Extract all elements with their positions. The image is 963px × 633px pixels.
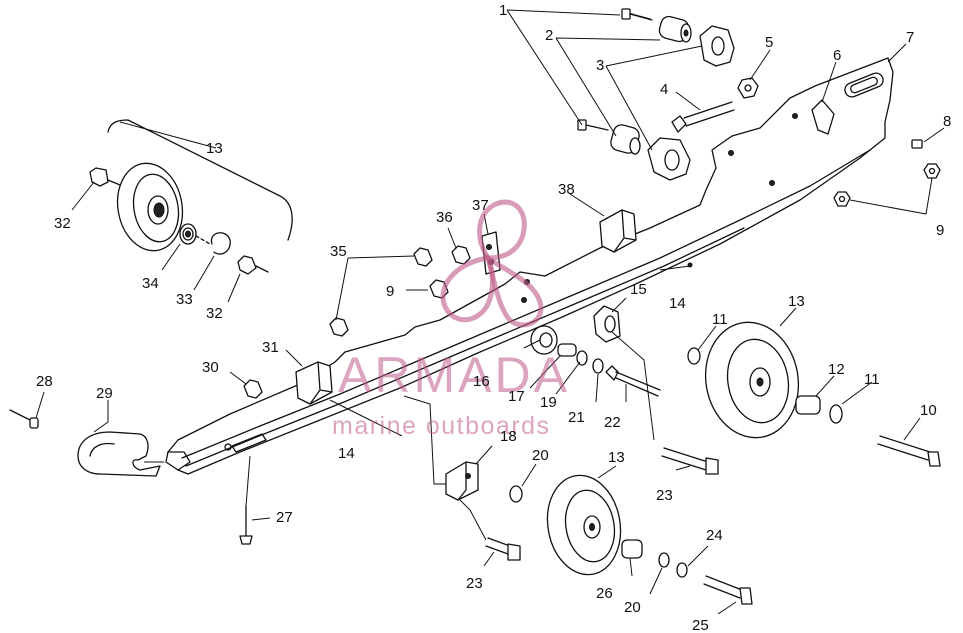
callout-13-left: 13 — [206, 140, 223, 157]
callout-5: 5 — [765, 34, 773, 51]
callout-14-lower: 14 — [338, 445, 355, 462]
callout-22: 22 — [604, 414, 621, 431]
callout-9-left: 9 — [386, 283, 394, 300]
callout-14-upper: 14 — [669, 295, 686, 312]
callout-11-left: 11 — [712, 311, 728, 328]
callout-10: 10 — [920, 402, 937, 419]
slider-blocks — [295, 209, 637, 501]
callout-32-right: 32 — [206, 305, 223, 322]
callout-28: 28 — [36, 373, 53, 390]
propeller-logo-icon — [440, 199, 544, 328]
front-hook-parts — [9, 245, 471, 545]
callout-32-left: 32 — [54, 215, 71, 232]
callout-33: 33 — [176, 291, 193, 308]
callout-11-right: 11 — [864, 371, 880, 388]
callout-13-right: 13 — [788, 293, 805, 310]
callout-6: 6 — [833, 47, 841, 64]
callout-9-right: 9 — [936, 222, 944, 239]
callout-26: 26 — [596, 585, 613, 602]
callout-37: 37 — [472, 197, 489, 214]
callout-4: 4 — [660, 81, 668, 98]
callout-36: 36 — [436, 209, 453, 226]
callout-34: 34 — [142, 275, 159, 292]
leader-lines — [35, 9, 945, 615]
callout-35: 35 — [330, 243, 347, 260]
callout-12: 12 — [828, 361, 845, 378]
callout-21: 21 — [568, 409, 585, 426]
callout-23-lower: 23 — [466, 575, 483, 592]
callout-25: 25 — [692, 617, 709, 633]
watermark-brand: ARMADA — [338, 347, 570, 403]
callout-18: 18 — [500, 428, 517, 445]
callout-1: 1 — [499, 2, 507, 19]
callout-7: 7 — [906, 29, 914, 46]
lower-wheel-assembly — [485, 447, 753, 605]
left-wheel-assembly — [89, 119, 293, 275]
armada-watermark: ARMADA marine outboards — [332, 199, 570, 440]
callout-24: 24 — [706, 527, 723, 544]
callout-19: 19 — [540, 394, 557, 411]
callout-2: 2 — [545, 27, 553, 44]
upper-mount-parts — [577, 8, 941, 207]
callout-8: 8 — [943, 113, 951, 130]
callout-20-lower: 20 — [624, 599, 641, 616]
callout-labels: 1 2 3 4 5 6 7 8 9 9 10 11 11 12 13 13 13… — [36, 2, 951, 633]
callout-16: 16 — [473, 373, 490, 390]
callout-27: 27 — [276, 509, 293, 526]
callout-13-lower: 13 — [608, 449, 625, 466]
callout-38: 38 — [558, 181, 575, 198]
callout-15: 15 — [630, 281, 647, 298]
callout-23-upper: 23 — [656, 487, 673, 504]
callout-17: 17 — [508, 388, 525, 405]
callout-30: 30 — [202, 359, 219, 376]
callout-20-upper: 20 — [532, 447, 549, 464]
callout-29: 29 — [96, 385, 113, 402]
center-idler-parts — [530, 325, 661, 397]
watermark-tagline: marine outboards — [332, 412, 551, 440]
right-wheel-assembly — [687, 321, 941, 467]
callout-31: 31 — [262, 339, 279, 356]
callout-3: 3 — [596, 57, 604, 74]
